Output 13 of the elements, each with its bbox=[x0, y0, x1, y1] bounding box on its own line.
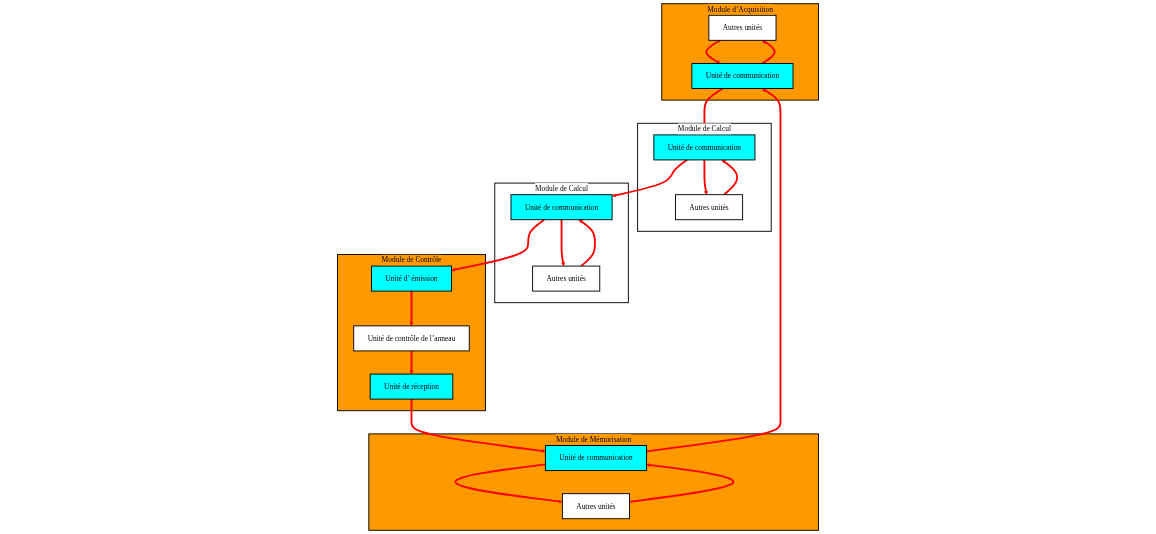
arrow bbox=[611, 159, 688, 198]
arrow bbox=[703, 159, 708, 195]
arrow bbox=[409, 349, 414, 375]
arrow bbox=[721, 159, 739, 196]
arrow bbox=[578, 219, 596, 267]
arrow bbox=[560, 218, 566, 267]
arrow bbox=[705, 39, 722, 64]
arrow bbox=[761, 40, 776, 65]
arrow bbox=[410, 398, 546, 453]
arrow bbox=[454, 463, 563, 504]
arrow bbox=[451, 218, 546, 272]
arrow bbox=[409, 290, 414, 327]
arrow bbox=[628, 463, 735, 503]
